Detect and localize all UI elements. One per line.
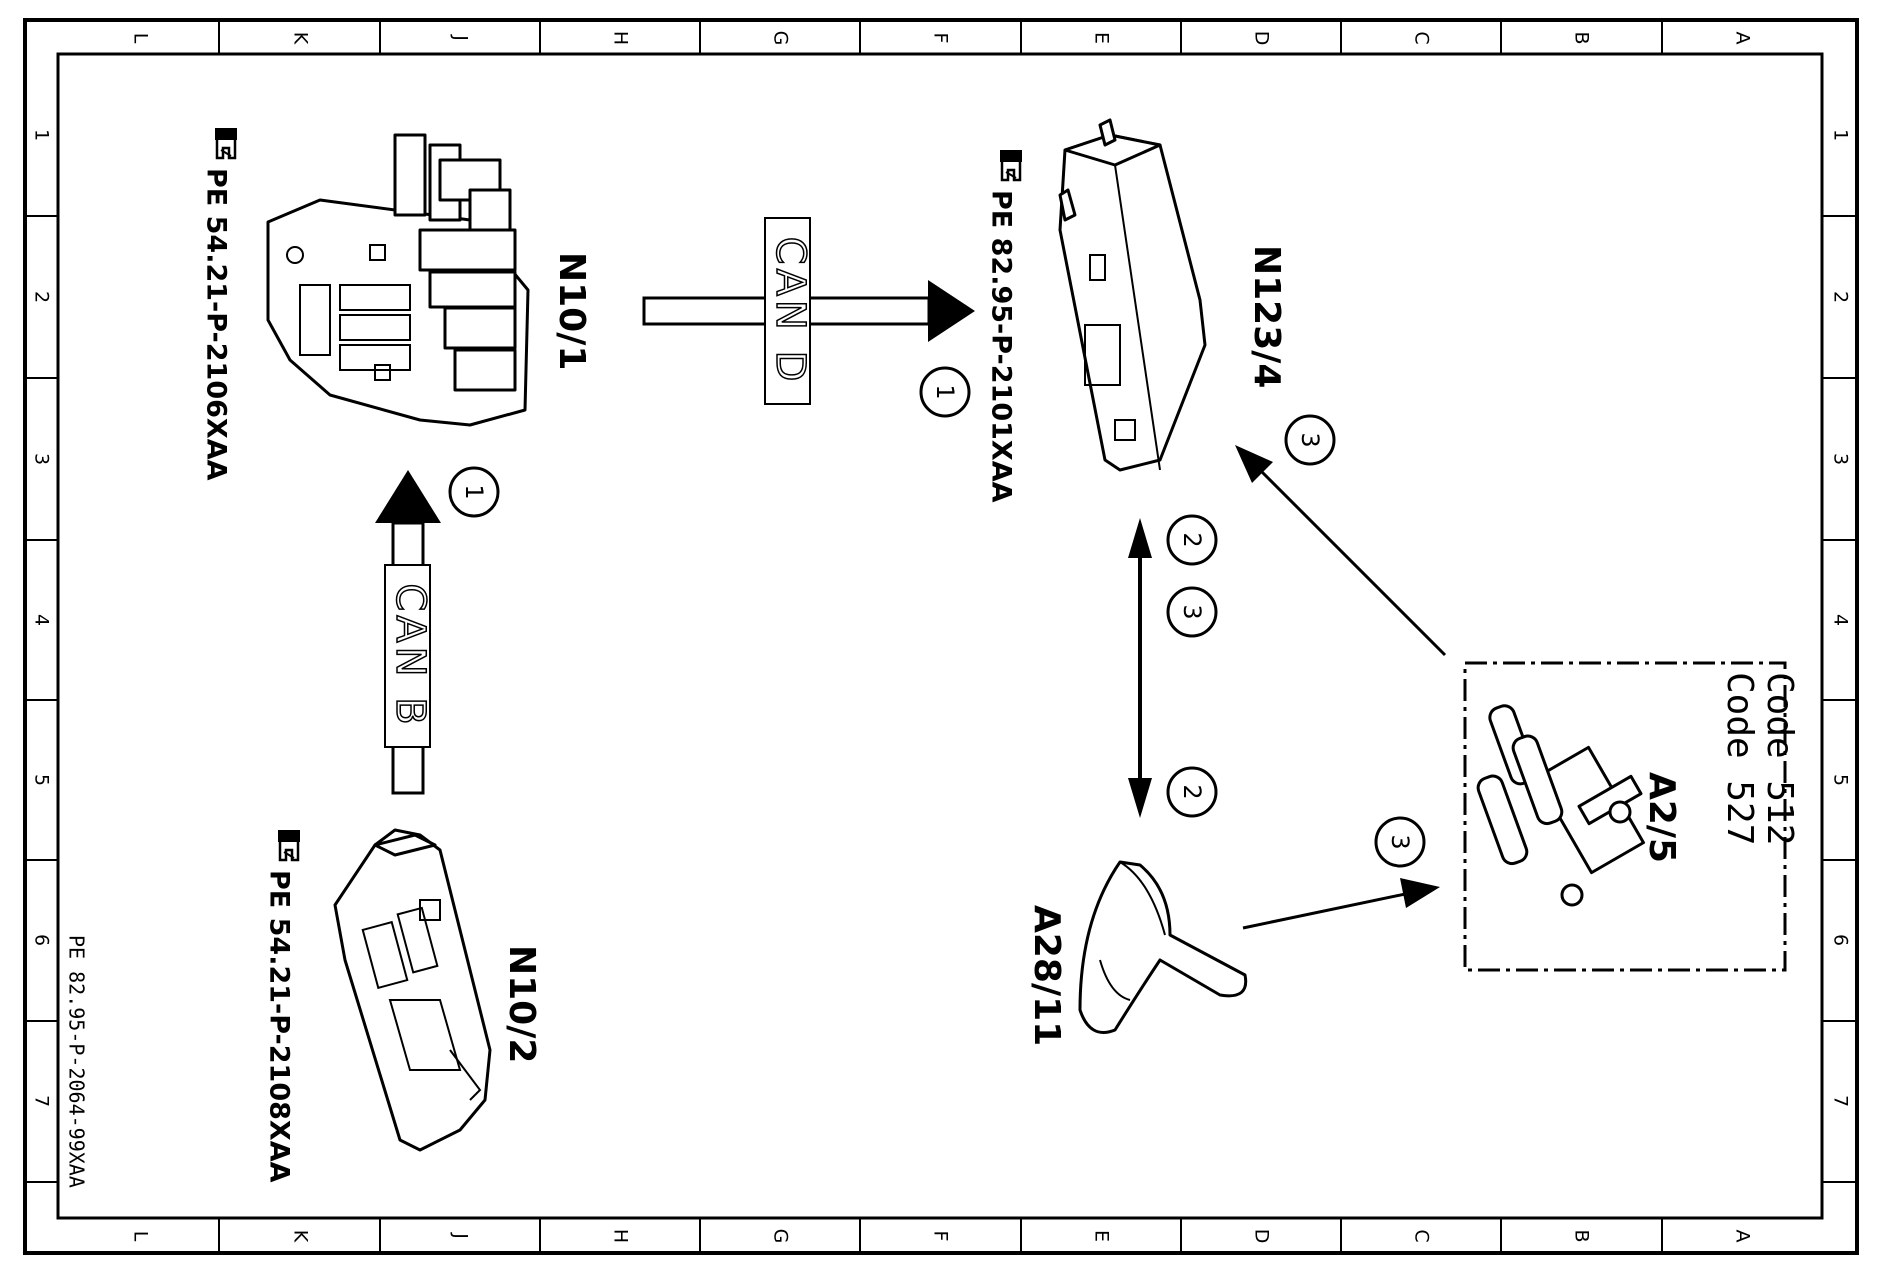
component-n10-1: PE 54.21-P-2106XAA N10/1 [201, 128, 592, 481]
row-number: 1 [1830, 129, 1852, 141]
a2-5-label: A2/5 [1641, 772, 1682, 863]
document-id: PE 82.95-P-2064-99XAA [65, 935, 89, 1188]
n10-2-connector-drawing [333, 828, 492, 1152]
col-letter: C [1411, 31, 1433, 44]
col-letter: H [610, 31, 632, 45]
svg-text:3: 3 [1296, 432, 1324, 447]
svg-text:1: 1 [931, 384, 959, 399]
col-letter: D [1251, 1229, 1273, 1244]
drawing-frame: L K J H G F E D C B A L K J H G F E D C … [23, 18, 1859, 1255]
row-numbers-right: 1 2 3 4 5 6 7 [1830, 129, 1852, 1107]
row-numbers-left: 1 2 3 4 5 6 7 [31, 129, 53, 1107]
marker-3-to-n123-4: 3 [1284, 414, 1336, 466]
circled-markers: 1 1 2 3 2 3 3 [448, 366, 1426, 868]
row-number: 5 [31, 774, 53, 786]
row-number: 4 [1830, 614, 1852, 626]
n123-4-module-drawing [1058, 118, 1207, 472]
col-letter: A [1732, 32, 1754, 45]
component-a2-5: Code 512 Code 527 A2/5 [1463, 661, 1800, 972]
n123-4-reference: PE 82.95-P-2101XAA [986, 150, 1022, 503]
row-number: 6 [31, 934, 53, 946]
n10-2-ref-text: PE 54.21-P-2108XAA [264, 870, 295, 1183]
n10-1-reference: PE 54.21-P-2106XAA [201, 128, 237, 481]
col-letter: F [930, 1231, 952, 1242]
row-number: 5 [1830, 774, 1852, 786]
row-number: 3 [1830, 453, 1852, 465]
col-letter: K [290, 1230, 312, 1243]
svg-text:1: 1 [460, 484, 488, 499]
row-number: 2 [1830, 291, 1852, 303]
n123-4-label: N123/4 [1246, 245, 1287, 388]
row-number: 1 [31, 129, 53, 141]
n10-1-ref-text: PE 54.21-P-2106XAA [201, 168, 232, 481]
col-letter: C [1411, 1229, 1433, 1242]
a2-5-code-2: Code 527 [1719, 672, 1760, 845]
col-letter: F [930, 33, 952, 44]
col-letter: E [1091, 1230, 1113, 1242]
n10-1-connector-drawing [266, 133, 530, 427]
a2-5-code-1: Code 512 [1759, 672, 1800, 845]
row-number: 4 [31, 614, 53, 626]
col-letter: L [130, 33, 152, 44]
svg-text:3: 3 [1178, 604, 1206, 619]
column-letters-bottom: L K J H G F E D C B A [130, 1229, 1754, 1244]
col-letter: J [450, 1232, 472, 1239]
a2-5-option-box [1463, 661, 1787, 972]
svg-text:3: 3 [1386, 834, 1414, 849]
col-letter: H [610, 1229, 632, 1243]
marker-2-upper: 2 [1166, 514, 1218, 566]
row-number: 3 [31, 453, 53, 465]
marker-3-upper: 3 [1166, 586, 1218, 638]
column-letters-top: L K J H G F E D C B A [130, 31, 1754, 46]
row-number: 2 [31, 291, 53, 303]
pointing-hand-book-icon [215, 128, 237, 160]
row-number: 6 [1830, 934, 1852, 946]
col-letter: B [1571, 1229, 1593, 1242]
row-number: 7 [31, 1095, 53, 1107]
row-number: 7 [1830, 1095, 1852, 1107]
pointing-hand-book-icon [278, 830, 300, 862]
n10-2-label: N10/2 [501, 945, 542, 1063]
a28-11-lever-drawing [1078, 860, 1248, 1034]
a2-5-sensor-drawing [1476, 704, 1645, 907]
col-letter: J [450, 34, 472, 41]
component-n123-4: PE 82.95-P-2101XAA N123/4 [986, 118, 1287, 503]
a28-11-label: A28/11 [1026, 905, 1067, 1046]
pointing-hand-book-icon [1000, 150, 1022, 182]
col-letter: B [1571, 31, 1593, 44]
marker-1-can-b: 1 [448, 466, 500, 518]
can-d-bus: CAN D [642, 217, 975, 405]
col-letter: G [770, 31, 792, 46]
n10-1-label: N10/1 [551, 252, 592, 370]
col-letter: G [770, 1229, 792, 1244]
svg-text:2: 2 [1178, 532, 1206, 547]
marker-1-can-d: 1 [919, 366, 971, 418]
marker-2-lower: 2 [1166, 766, 1218, 818]
signal-arrows [1128, 445, 1447, 930]
can-b-bus: CAN B [375, 470, 441, 795]
n10-2-reference: PE 54.21-P-2108XAA [264, 830, 300, 1183]
can-b-label: CAN B [387, 583, 433, 728]
component-a28-11: A28/11 [1026, 860, 1248, 1046]
component-n10-2: PE 54.21-P-2108XAA N10/2 [264, 828, 542, 1183]
col-letter: E [1091, 32, 1113, 44]
col-letter: K [290, 32, 312, 45]
can-d-label: CAN D [767, 237, 813, 386]
n123-4-ref-text: PE 82.95-P-2101XAA [986, 190, 1017, 503]
svg-text:2: 2 [1178, 784, 1206, 799]
col-letter: D [1251, 31, 1273, 46]
marker-3-to-a2-5: 3 [1374, 816, 1426, 868]
col-letter: A [1732, 1230, 1754, 1243]
col-letter: L [130, 1231, 152, 1242]
